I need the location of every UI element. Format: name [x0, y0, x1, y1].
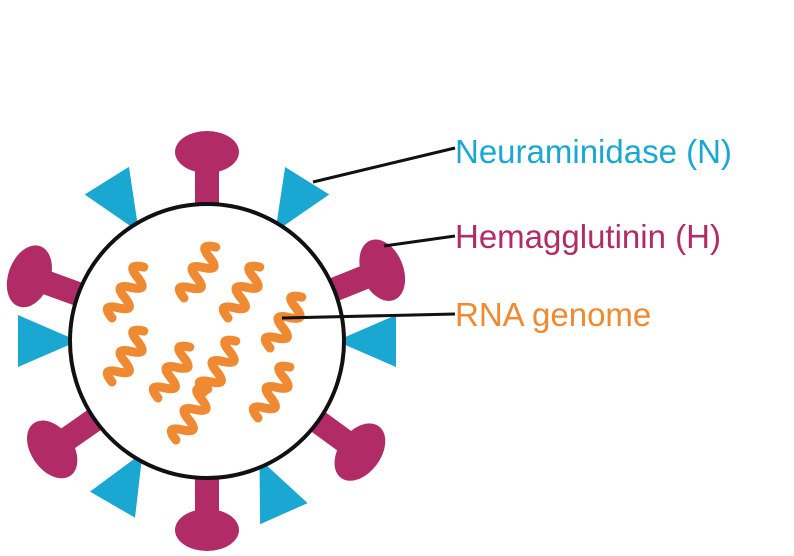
neuraminidase-label: Neuraminidase (N) — [455, 133, 732, 170]
rna-segment — [194, 335, 241, 397]
neuraminidase-spike — [275, 166, 330, 232]
hemagglutinin-label: Hemagglutinin (H) — [455, 218, 721, 255]
neuraminidase-spike — [89, 452, 143, 518]
rna-segment — [102, 325, 149, 387]
neuraminidase-spike — [18, 315, 78, 367]
rna-genome-segments — [102, 241, 307, 445]
rna-segment — [148, 341, 195, 403]
rna-segment — [102, 261, 149, 323]
rna-genome-leader-line — [281, 312, 456, 320]
neuraminidase-spike — [259, 458, 308, 525]
rna-genome-label: RNA genome — [455, 296, 651, 333]
hemagglutinin-spike — [175, 131, 239, 212]
rna-segment — [260, 291, 307, 353]
neuraminidase-leader-line — [312, 146, 456, 184]
neuraminidase-spike — [84, 166, 139, 232]
hemagglutinin-leader-line — [383, 234, 456, 248]
rna-segment — [166, 383, 213, 445]
rna-segment — [174, 241, 221, 303]
neuraminidase-spike — [336, 315, 396, 367]
rna-segment — [218, 261, 265, 323]
neuraminidase-spikes — [18, 166, 396, 525]
rna-segment — [248, 361, 295, 423]
hemagglutinin-spike — [175, 470, 239, 551]
